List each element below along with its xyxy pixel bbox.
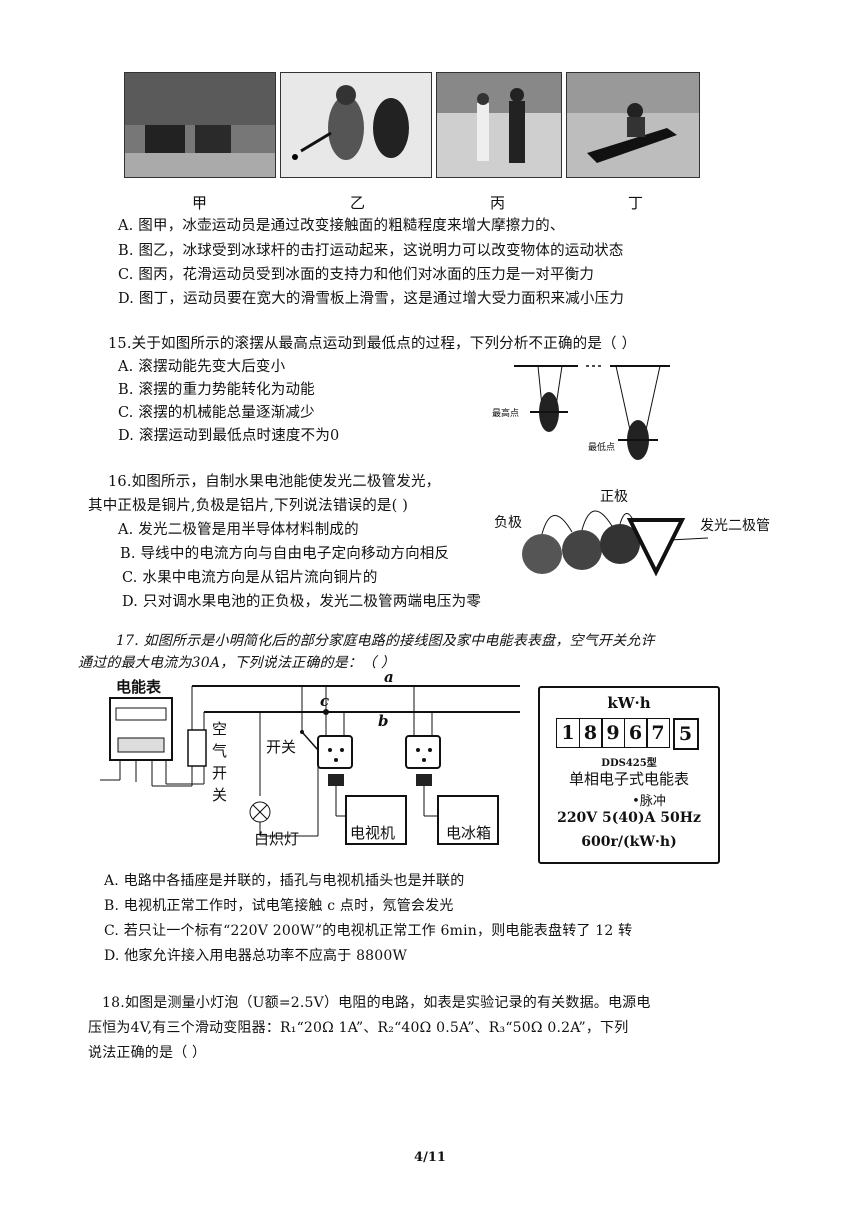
q17-option-c: C. 若只让一个标有“220V 200W”的电视机正常工作 6min，则电能表盘…	[104, 923, 633, 939]
q15-option-a: A. 滚摆动能先变大后变小	[118, 359, 286, 375]
label-breaker-2: 气	[212, 742, 228, 760]
meter-constant: 600r/(kW·h)	[581, 834, 677, 850]
q15-option-b: B. 滚摆的重力势能转化为动能	[118, 382, 315, 398]
q15-option-c: C. 滚摆的机械能总量逐渐减少	[118, 405, 315, 421]
household-circuit-diagram	[100, 685, 520, 845]
caption-yi: 乙	[350, 194, 366, 212]
q18-line1: 18.如图是测量小灯泡（U额=2.5V）电阻的电路，如表是实验记录的有关数据。电…	[102, 995, 651, 1011]
fruit-battery-diagram	[522, 510, 709, 577]
q17-stem-line2: 通过的最大电流为30A，下列说法正确的是：（ ）	[78, 655, 396, 671]
label-highest-point: 最高点	[492, 409, 520, 419]
q16-option-a: A. 发光二极管是用半导体材料制成的	[118, 522, 359, 538]
label-point-b: b	[378, 712, 389, 730]
label-breaker-4: 关	[212, 786, 228, 804]
caption-bing: 丙	[490, 194, 506, 212]
meter-digits: 1 8 9 6 7 5	[556, 718, 699, 750]
label-switch: 开关	[266, 738, 297, 756]
q16-stem-line2: 其中正极是铜片,负极是铝片,下列说法错误的是( )	[88, 498, 409, 514]
caption-jia: 甲	[192, 194, 208, 212]
q15-stem: 15.关于如图所示的滚摆从最高点运动到最低点的过程，下列分析不正确的是（ ）	[108, 336, 637, 352]
meter-digit: 9	[601, 718, 625, 748]
label-point-c: c	[320, 692, 330, 710]
label-breaker-3: 开	[212, 764, 228, 782]
figure-skating-photo	[436, 72, 562, 178]
hockey-photo	[280, 72, 432, 178]
page-number: 4/11	[414, 1150, 446, 1165]
label-point-a: a	[384, 668, 394, 686]
caption-ding: 丁	[628, 194, 644, 212]
meter-rating: 220V 5(40)A 50Hz	[557, 810, 701, 826]
q14-option-d: D. 图丁，运动员要在宽大的滑雪板上滑雪，这是通过增大受力面积来减小压力	[118, 291, 625, 307]
label-lamp: 白炽灯	[254, 830, 300, 848]
meter-model: DDS425型	[601, 758, 657, 769]
q16-stem-line1: 16.如图所示，自制水果电池能使发光二极管发光，	[108, 474, 441, 490]
meter-digit: 8	[578, 718, 603, 748]
label-led: 发光二极管	[700, 518, 770, 534]
q14-option-c: C. 图丙，花滑运动员受到冰面的支持力和他们对冰面的压力是一对平衡力	[118, 267, 595, 283]
meter-digit: 6	[623, 718, 648, 748]
label-fridge: 电冰箱	[446, 824, 492, 842]
q16-option-b: B. 导线中的电流方向与自由电子定向移动方向相反	[120, 546, 450, 562]
q17-option-d: D. 他家允许接入用电器总功率不应高于 8800W	[104, 948, 408, 964]
meter-digit: 1	[556, 718, 580, 748]
label-positive: 正极	[600, 489, 628, 505]
q17-stem-line1: 17. 如图所示是小明简化后的部分家庭电路的接线图及家中电能表表盘，空气开关允许	[116, 633, 655, 649]
meter-name: 单相电子式电能表	[568, 770, 689, 788]
q16-option-d: D. 只对调水果电池的正负极，发光二极管两端电压为零	[122, 594, 482, 610]
label-negative: 负极	[494, 515, 522, 531]
label-lowest-point: 最低点	[588, 443, 616, 453]
q14-option-b: B. 图乙，冰球受到冰球杆的击打运动起来，这说明力可以改变物体的运动状态	[118, 243, 624, 259]
q17-option-a: A. 电路中各插座是并联的，插孔与电视机插头也是并联的	[104, 873, 465, 889]
label-tv: 电视机	[350, 824, 396, 842]
q18-line2: 压恒为4V,有三个滑动变阻器：R₁“20Ω 1A”、R₂“40Ω 0.5A”、R…	[88, 1020, 629, 1036]
q16-option-c: C. 水果中电流方向是从铝片流向铜片的	[122, 570, 378, 586]
label-meter: 电能表	[116, 678, 162, 696]
label-breaker-1: 空	[212, 720, 228, 738]
maxwell-wheel-diagram	[514, 365, 670, 460]
meter-pulse: •脉冲	[632, 794, 666, 809]
q15-option-d: D. 滚摆运动到最低点时速度不为0	[118, 428, 340, 444]
snowboard-photo	[566, 72, 700, 178]
q17-option-b: B. 电视机正常工作时，试电笔接触 c 点时，氖管会发光	[104, 898, 454, 914]
q14-option-a: A. 图甲，冰壶运动员是通过改变接触面的粗糙程度来增大摩擦力的、	[118, 218, 565, 234]
meter-digit: 7	[646, 718, 670, 748]
q18-line3: 说法正确的是（ ）	[88, 1045, 207, 1061]
meter-digit-decimal: 5	[672, 718, 699, 750]
curling-photo	[124, 72, 276, 178]
meter-unit: kW·h	[607, 694, 651, 712]
energy-meter-panel: kW·h 1 8 9 6 7 5 DDS425型 单相电子式电能表 •脉冲 22…	[538, 686, 720, 864]
